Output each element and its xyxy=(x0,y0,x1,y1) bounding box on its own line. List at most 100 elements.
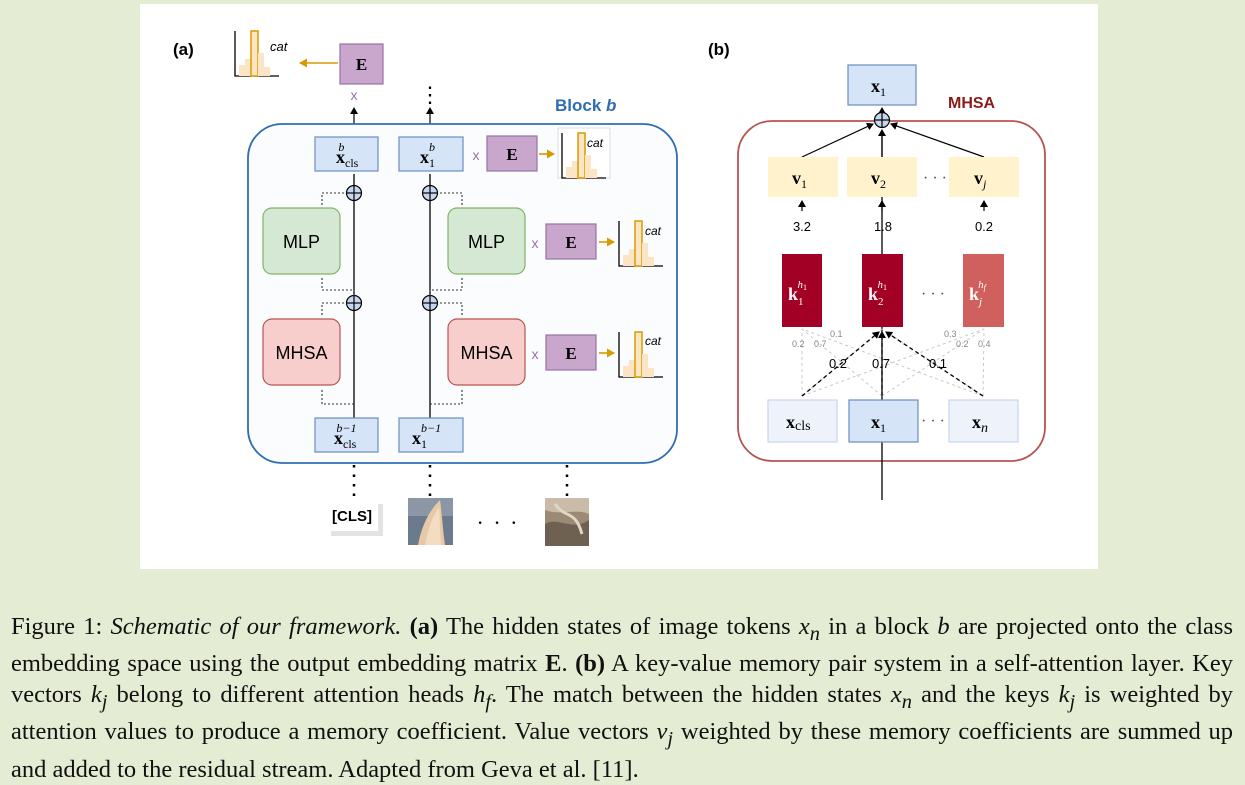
mhsa-label-x1: MHSA xyxy=(460,343,512,363)
mlp-box-x1 xyxy=(447,207,526,275)
mlp-label-x1: MLP xyxy=(468,232,505,252)
hist-label: cat xyxy=(270,39,289,54)
token-cls-bm1 xyxy=(314,417,379,453)
block-title: Block b xyxy=(555,96,616,115)
caption-title: Schematic of our framework. xyxy=(110,613,402,640)
attn-right-3: 0.4 xyxy=(978,339,991,349)
image-patch-n xyxy=(545,498,589,546)
embed-label-1: E xyxy=(506,145,517,164)
value-box-j xyxy=(949,157,1019,197)
token-cls-b-label: xclsb xyxy=(336,140,359,170)
attn-main-1: 0.2 xyxy=(829,356,847,371)
hist-label-1: cat xyxy=(587,136,604,150)
key-label-1: k1h1 xyxy=(788,279,807,308)
hist-label-2: cat xyxy=(645,224,662,238)
image-patch-1 xyxy=(408,498,453,545)
input-token-n-label: xn xyxy=(972,412,988,436)
hist-label-3: cat xyxy=(645,334,662,348)
value-label-1: v1 xyxy=(792,168,807,191)
mult-x-2: x xyxy=(532,235,539,251)
sum-node-b xyxy=(873,111,891,129)
vdots-top: ⋮ xyxy=(419,82,441,107)
token-x1-bm1-label: x1b−1 xyxy=(412,421,441,451)
mult-x-1: x xyxy=(473,147,480,163)
sum-node-cls-mid xyxy=(345,294,363,312)
key-box-j xyxy=(963,254,1004,327)
mhsa-title: MHSA xyxy=(948,95,996,112)
caption-b-text2: belong to different attention heads xyxy=(116,680,464,708)
mlp-box-cls xyxy=(262,207,341,275)
skip-connections xyxy=(321,192,463,405)
coef-1: 3.2 xyxy=(793,219,811,234)
attn-right-2: 0.2 xyxy=(956,339,969,349)
caption-math-xn-2: xn xyxy=(890,680,912,713)
caption-math-xn: xn xyxy=(798,613,820,645)
embed-box-1 xyxy=(486,135,538,172)
sum-node-cls-top xyxy=(345,184,363,202)
caption-b-text5: is weighted by attention values to produ… xyxy=(11,680,1234,746)
caption-a-label: (a) xyxy=(409,613,439,640)
mhsa-label-cls: MHSA xyxy=(275,343,327,363)
caption-math-kj-2: kj xyxy=(1058,680,1076,713)
embed-box-3 xyxy=(545,334,597,371)
mhsa-box-cls xyxy=(262,318,341,386)
cls-token-label: [CLS] xyxy=(332,508,372,525)
input-token-1-label: x1 xyxy=(871,412,886,435)
output-token-label: x1 xyxy=(871,76,886,99)
attn-main-3: 0.1 xyxy=(929,356,947,371)
input-token-cls-label: xcls xyxy=(786,412,811,434)
panel-b-label: (b) xyxy=(708,40,730,59)
input-token-cls xyxy=(767,399,838,443)
caption-math-vj: vj xyxy=(656,718,674,751)
caption-b-label: (b) xyxy=(575,650,606,678)
value-sum-arrows xyxy=(801,122,985,158)
value-box-1 xyxy=(768,157,838,197)
histogram-top: cat xyxy=(234,30,289,77)
token-x1-b-label: x1b xyxy=(420,140,435,170)
key-label-j: kjhf xyxy=(969,279,988,308)
input-token-n xyxy=(948,399,1019,443)
sum-node-x1-top xyxy=(421,184,439,202)
value-dots: · · · xyxy=(923,170,947,187)
caption-b-text1: A key-value memory pair system in a self… xyxy=(11,650,1233,708)
key-box-1 xyxy=(782,254,822,327)
key-dots: · · · xyxy=(921,286,945,303)
panel-a-label: (a) xyxy=(173,40,194,59)
embed-box-top xyxy=(339,43,384,85)
token-x1-bm1 xyxy=(398,417,464,453)
caption-math-b: b xyxy=(937,613,950,640)
mlp-label-cls: MLP xyxy=(283,232,320,252)
attn-left-2: 0.2 xyxy=(792,339,805,349)
mhsa-box-x1 xyxy=(447,318,526,386)
input-token-1 xyxy=(848,399,919,443)
attn-left-1: 0.1 xyxy=(830,329,843,339)
key-box-2 xyxy=(862,254,903,327)
key-label-2: k2h1 xyxy=(868,279,887,308)
caption-math-hf: hf xyxy=(473,680,491,713)
attn-main-2: 0.7 xyxy=(872,356,890,371)
embed-label: E xyxy=(356,55,367,74)
block-container xyxy=(247,123,678,464)
figure-panel: (a) cat E x ⋮ Block b xclsb x1b x E cat xyxy=(140,4,1098,569)
coef-arrows xyxy=(798,200,988,211)
token-cls-b xyxy=(314,136,379,172)
caption-fig: Figure 1: xyxy=(11,613,103,640)
embed-box-2 xyxy=(545,223,597,260)
mult-x-3: x xyxy=(532,346,539,362)
token-x1-b xyxy=(398,136,464,172)
value-label-j: vj xyxy=(974,168,987,191)
patch-ellipsis: · · · xyxy=(477,510,520,535)
sum-node-x1-mid xyxy=(421,294,439,312)
token-cls-bm1-label: xclsb−1 xyxy=(334,421,357,451)
output-token-box xyxy=(847,64,917,106)
caption-a-text2: in a block xyxy=(828,613,930,640)
cls-token-box xyxy=(326,499,378,531)
value-label-2: v2 xyxy=(871,168,886,191)
attn-left-3: 0.7 xyxy=(814,339,827,349)
caption-b-text3: . The match between the hidden states xyxy=(491,680,882,708)
caption-math-kj: kj xyxy=(90,680,108,713)
attn-right-1: 0.3 xyxy=(944,329,957,339)
coef-2: 1.8 xyxy=(874,219,892,234)
mult-x: x xyxy=(351,87,358,103)
value-box-2 xyxy=(847,157,917,197)
